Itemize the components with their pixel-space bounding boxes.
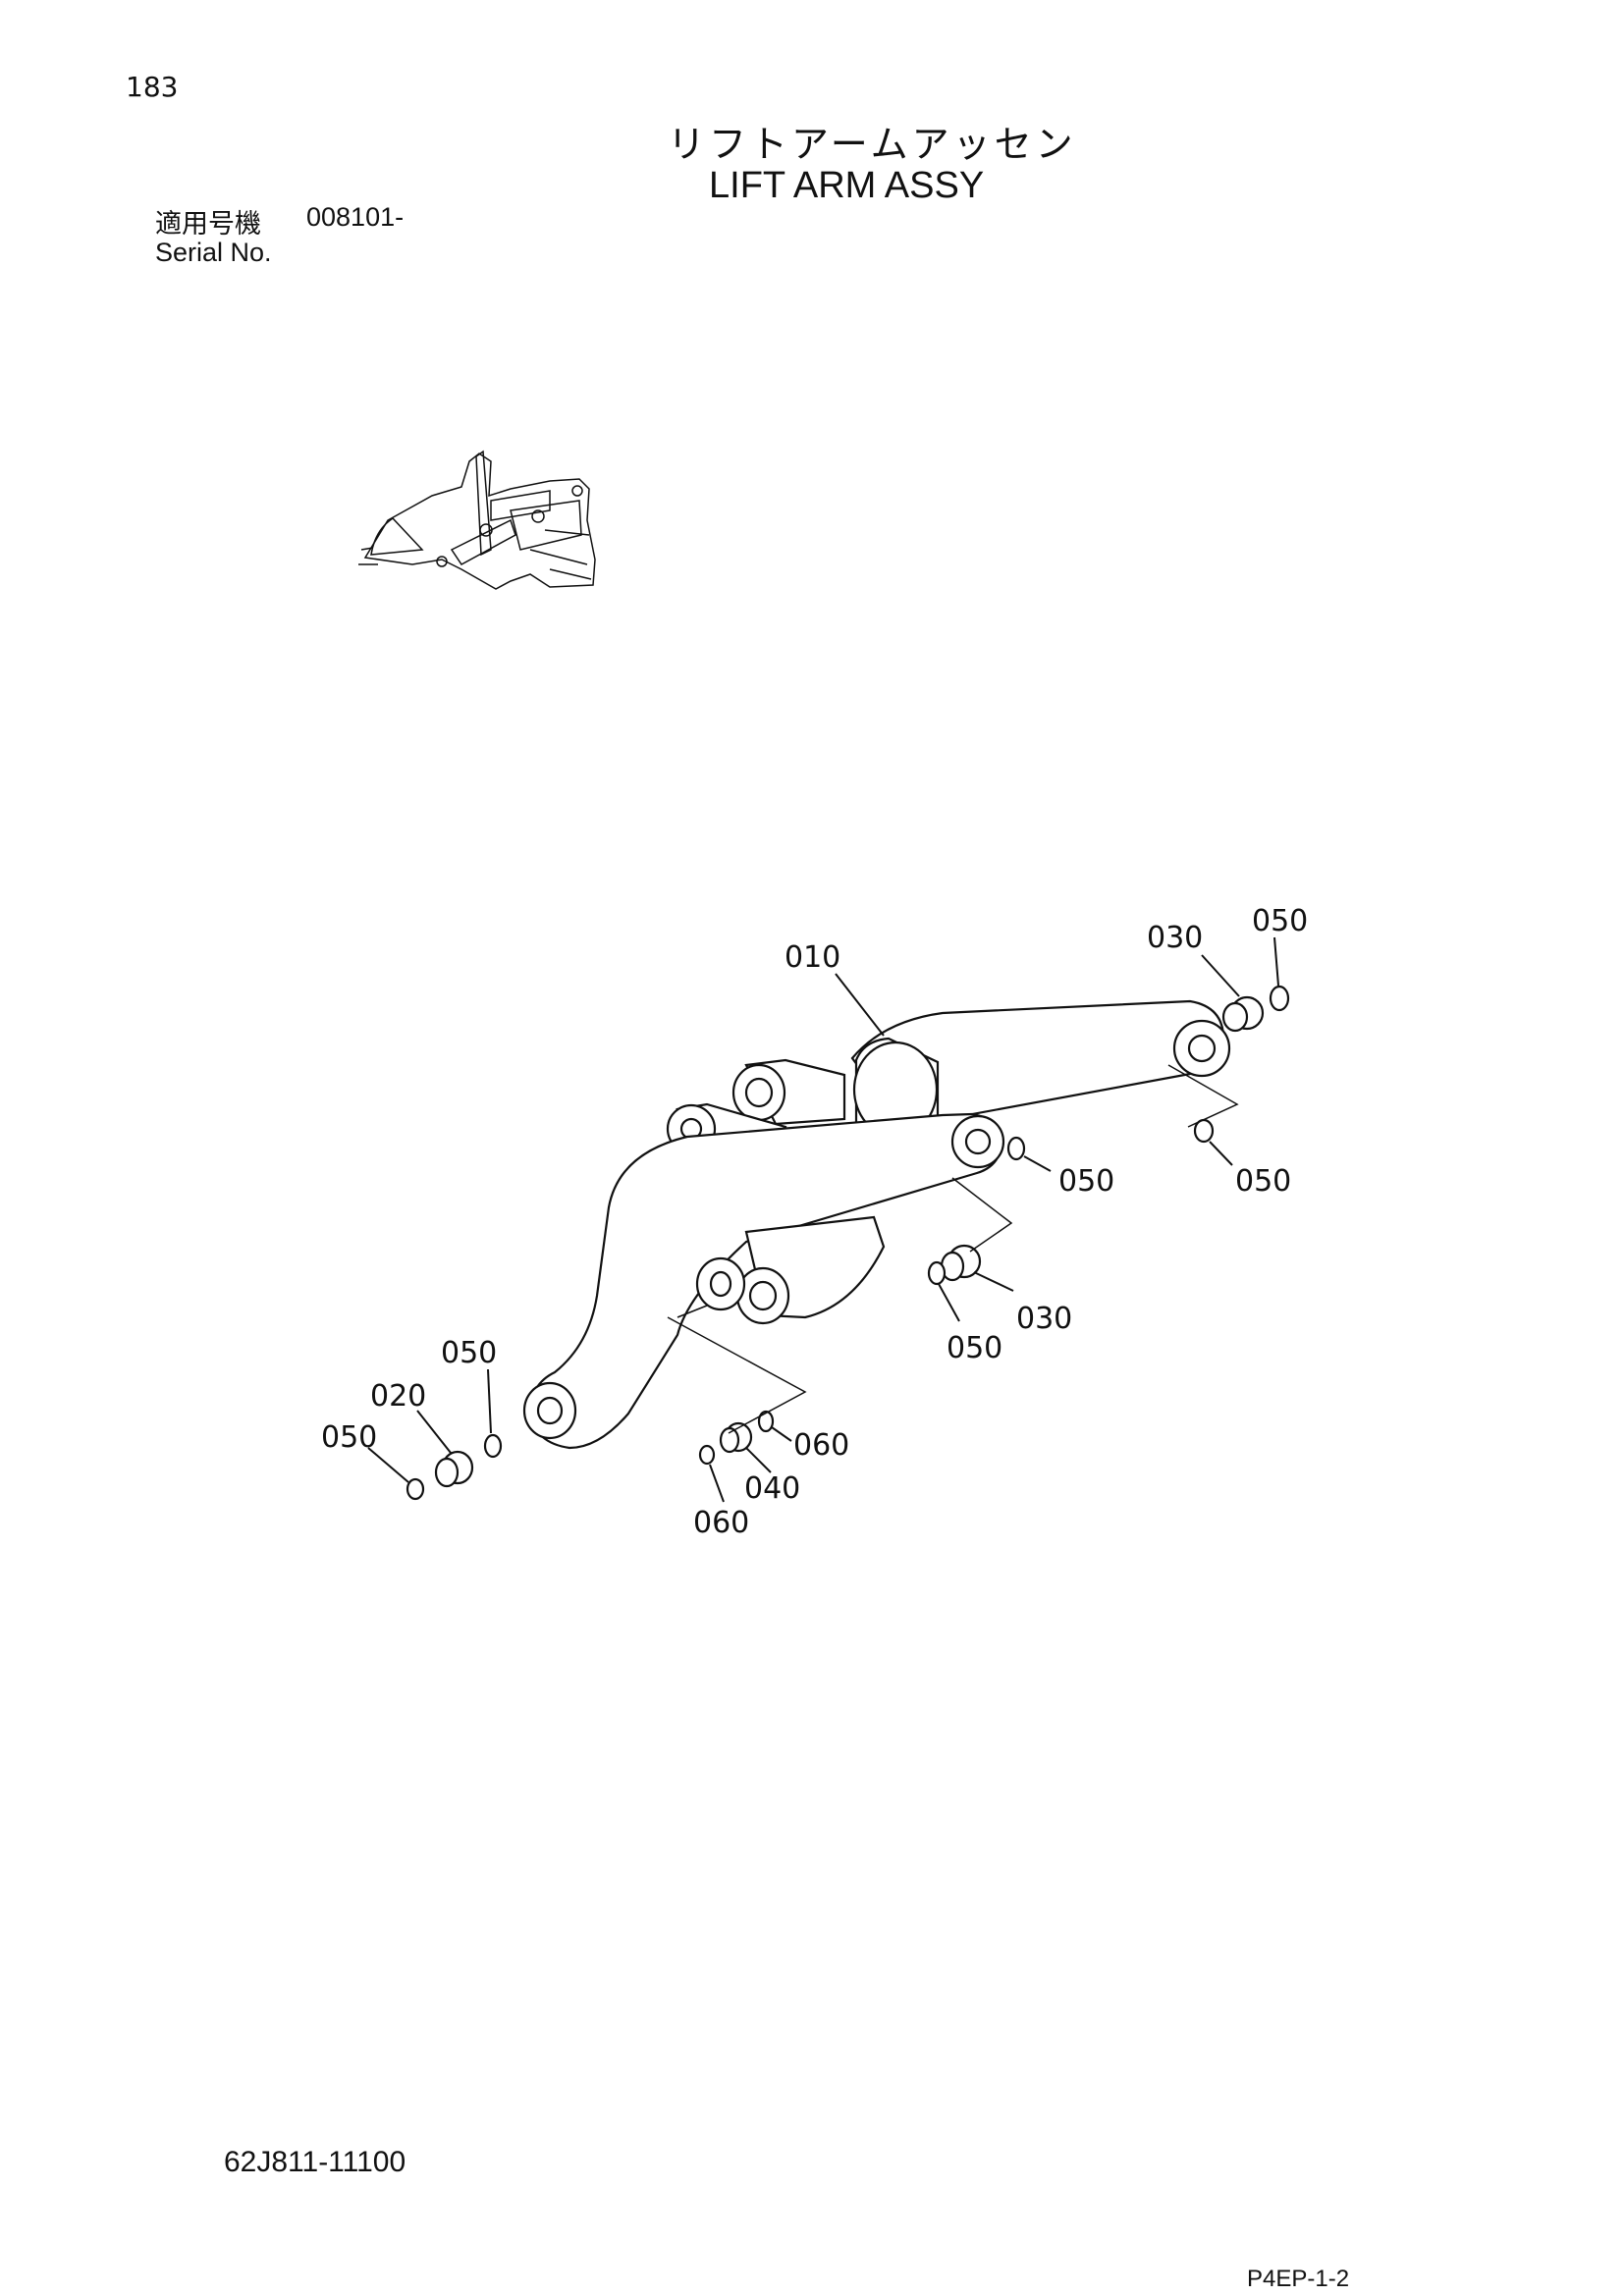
ring-060-bottom: [698, 1444, 716, 1466]
machine-thumbnail: [358, 450, 596, 590]
serial-label-japanese: 適用号機: [155, 209, 261, 240]
callout-030-mid: 030: [1016, 1302, 1072, 1336]
callout-050-left: 050: [321, 1420, 377, 1455]
callout-040: 040: [744, 1471, 800, 1506]
callout-060-bottom: 060: [693, 1506, 749, 1540]
bushing-030-mid: [940, 1244, 982, 1282]
callout-050-right: 050: [1235, 1164, 1291, 1199]
bushing-040: [719, 1421, 753, 1454]
drawing-code: 62J811-11100: [224, 2146, 406, 2178]
lift-arm-010: [522, 999, 1231, 1450]
leader-lines: [367, 936, 1279, 1503]
page-code: P4EP-1-2: [1247, 2266, 1350, 2292]
callout-060-right: 060: [793, 1428, 849, 1463]
ring-050-top: [1269, 985, 1290, 1012]
callout-010: 010: [785, 940, 840, 975]
serial-value: 008101-: [306, 202, 405, 232]
assembly-guide-lines: [667, 1064, 1239, 1434]
serial-label-english: Serial No.: [155, 238, 272, 267]
callout-050-mid: 050: [947, 1331, 1002, 1365]
callout-050-top: 050: [1252, 904, 1308, 938]
ring-050-left-top: [483, 1433, 503, 1459]
bushing-030-top: [1221, 995, 1265, 1033]
ring-050-left: [406, 1477, 425, 1501]
ring-050-center: [1006, 1136, 1026, 1161]
callout-050-left-top: 050: [441, 1336, 497, 1370]
ring-050-mid: [927, 1260, 947, 1286]
page-number: 183: [126, 71, 179, 103]
title-english: LIFT ARM ASSY: [709, 165, 985, 206]
callout-020: 020: [370, 1379, 426, 1414]
ring-060-right: [757, 1410, 775, 1433]
title-japanese: リフトアームアッセン: [668, 123, 1077, 166]
bushing-020: [434, 1450, 474, 1488]
callout-030-top: 030: [1147, 921, 1203, 955]
callout-050-center: 050: [1058, 1164, 1114, 1199]
